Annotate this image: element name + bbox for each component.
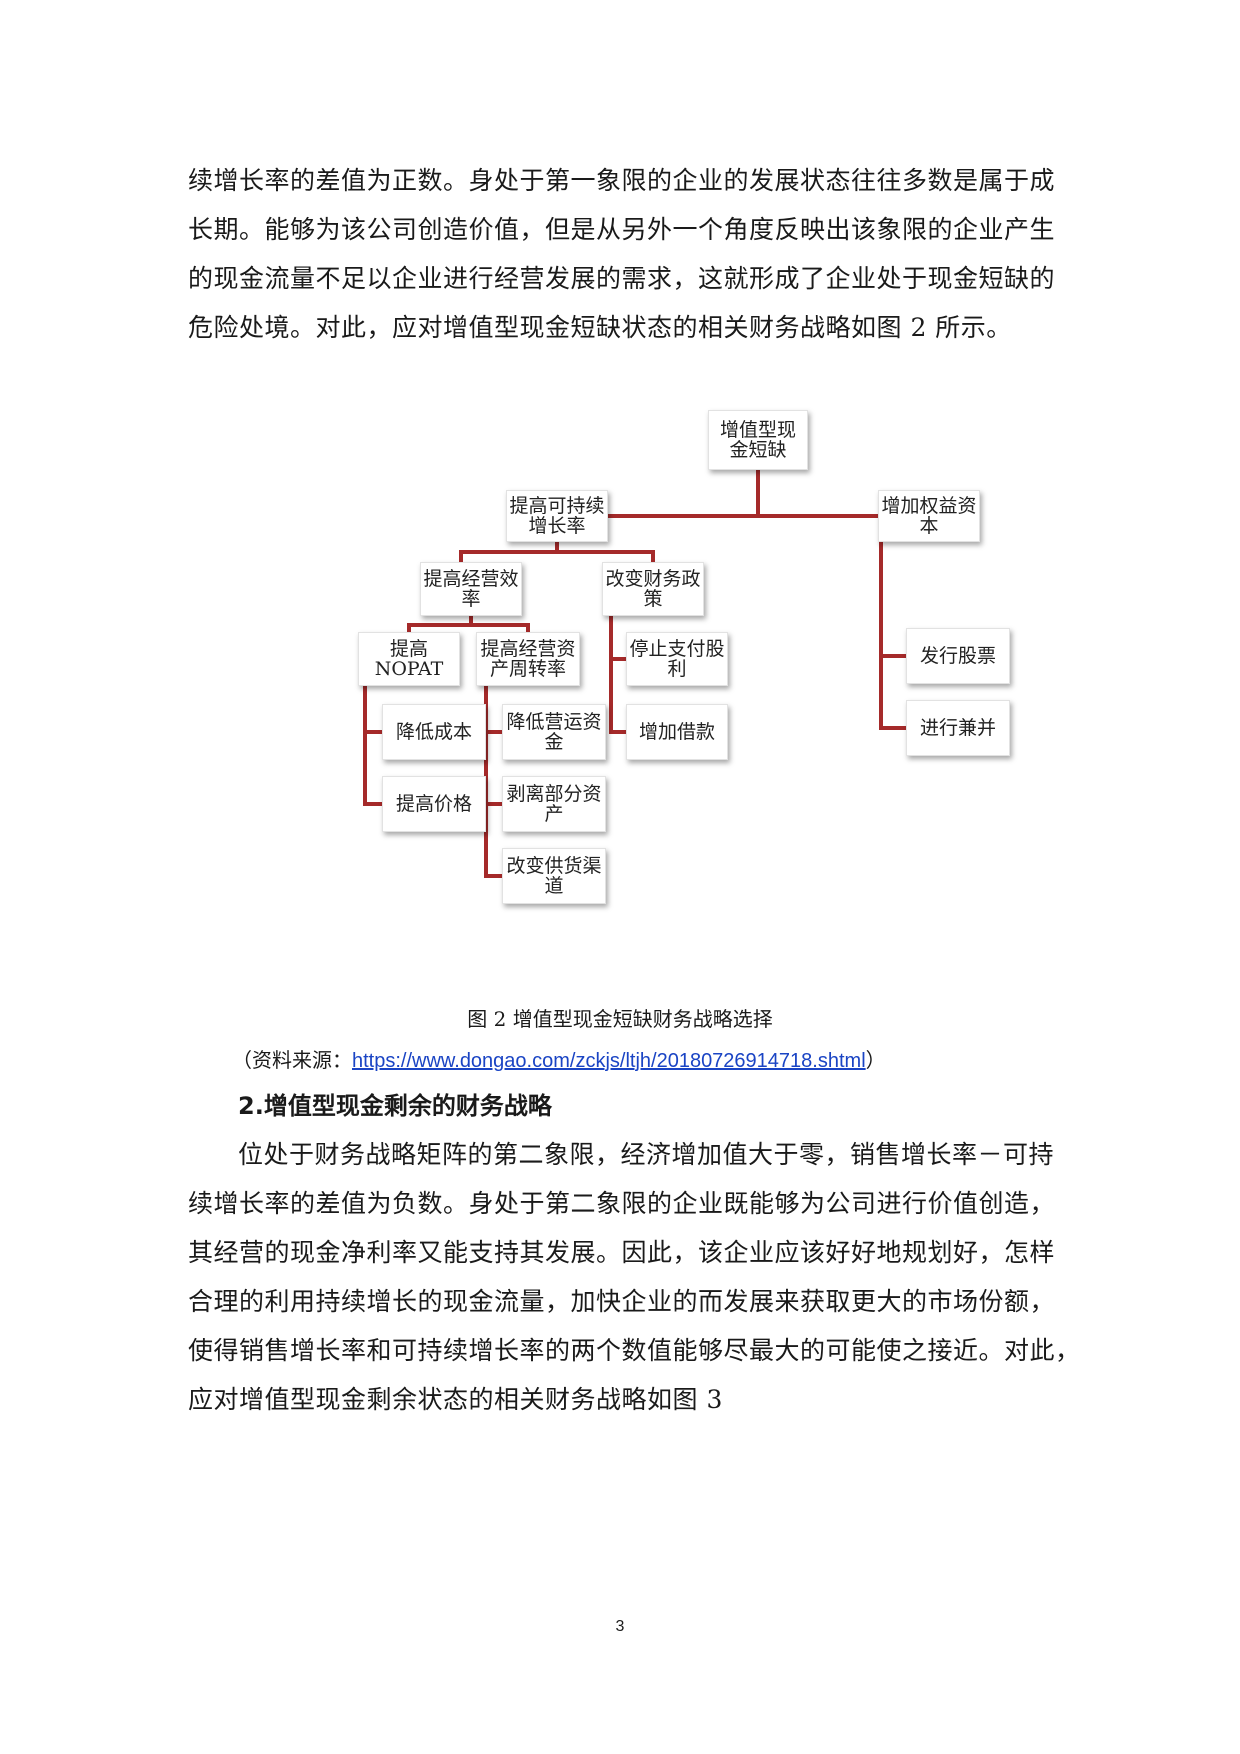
paragraph-1-line: 的现金流量不足以企业进行经营发展的需求，这就形成了企业处于现金短缺的	[188, 264, 1056, 293]
connector-line	[469, 623, 530, 634]
node-change-supply-channel: 改变供货渠道	[502, 848, 606, 904]
section-heading: 2.增值型现金剩余的财务战略	[238, 1092, 552, 1120]
connector-line	[407, 614, 473, 634]
paragraph-2-line: 应对增值型现金剩余状态的相关财务战略如图 3	[188, 1385, 723, 1414]
node-financial-policy: 改变财务政策	[602, 562, 704, 616]
source-link[interactable]: https://www.dongao.com/zckjs/ltjh/201807…	[352, 1050, 866, 1072]
strategy-tree-diagram: 增值型现金短缺 提高可持续增长率 增加权益资本 提高经营效率 改变财务政策 提高…	[330, 410, 1090, 970]
paragraph-1-line: 续增长率的差值为正数。身处于第一象限的企业的发展状态往往多数是属于成	[188, 166, 1056, 195]
page-number: 3	[615, 1618, 625, 1635]
paragraph-1-line: 危险处境。对此，应对增值型现金短缺状态的相关财务战略如图 2 所示。	[188, 313, 1012, 342]
paragraph-2-line: 其经营的现金净利率又能支持其发展。因此，该企业应该好好地规划好，怎样	[188, 1238, 1056, 1267]
source-suffix: ）	[865, 1048, 886, 1072]
paragraph-2-line: 合理的利用持续增长的现金流量，加快企业的而发展来获取更大的市场份额，	[188, 1287, 1056, 1316]
node-equity-capital: 增加权益资本	[878, 490, 980, 542]
node-asset-turnover: 提高经营资产周转率	[476, 632, 580, 686]
source-prefix: （资料来源：	[232, 1048, 352, 1072]
connector-line	[609, 614, 628, 734]
node-root: 增值型现金短缺	[708, 410, 808, 470]
node-stop-dividend: 停止支付股利	[626, 632, 728, 686]
paragraph-2-line: 位处于财务战略矩阵的第二象限，经济增加值大于零，销售增长率－可持	[238, 1140, 1055, 1169]
node-nopat: 提高 NOPAT	[358, 632, 460, 686]
paragraph-1-line: 长期。能够为该公司创造价值，但是从另外一个角度反映出该象限的企业产生	[188, 215, 1056, 244]
figure-caption: 图 2 增值型现金短缺财务战略选择	[467, 1007, 773, 1031]
paragraph-2-line: 使得销售增长率和可持续增长率的两个数值能够尽最大的可能使之接近。对此，	[188, 1336, 1081, 1365]
node-cut-cost: 降低成本	[382, 704, 486, 760]
connector-lines	[363, 468, 908, 878]
paragraph-2-line: 续增长率的差值为负数。身处于第二象限的企业既能够为公司进行价值创造，	[188, 1189, 1056, 1218]
connector-line	[555, 550, 655, 564]
node-divest-assets: 剥离部分资产	[502, 776, 606, 832]
paragraph-1: 续增长率的差值为正数。身处于第一象限的企业的发展状态往往多数是属于成 长期。能够…	[188, 156, 1058, 352]
node-increase-borrowing: 增加借款	[626, 704, 728, 760]
node-raise-price: 提高价格	[382, 776, 486, 832]
paragraph-2: 位处于财务战略矩阵的第二象限，经济增加值大于零，销售增长率－可持 续增长率的差值…	[188, 1130, 1081, 1424]
source-line: （资料来源：https://www.dongao.com/zckjs/ltjh/…	[232, 1046, 886, 1075]
connector-line	[363, 684, 384, 806]
connector-line	[459, 540, 559, 564]
connector-line	[484, 684, 504, 878]
node-operating-efficiency: 提高经营效率	[420, 562, 522, 616]
node-issue-stock: 发行股票	[906, 628, 1010, 684]
connector-line	[879, 540, 908, 730]
node-merger: 进行兼并	[906, 700, 1010, 756]
node-reduce-working-capital: 降低营运资金	[502, 704, 606, 760]
node-improve-growth: 提高可持续增长率	[506, 490, 608, 542]
